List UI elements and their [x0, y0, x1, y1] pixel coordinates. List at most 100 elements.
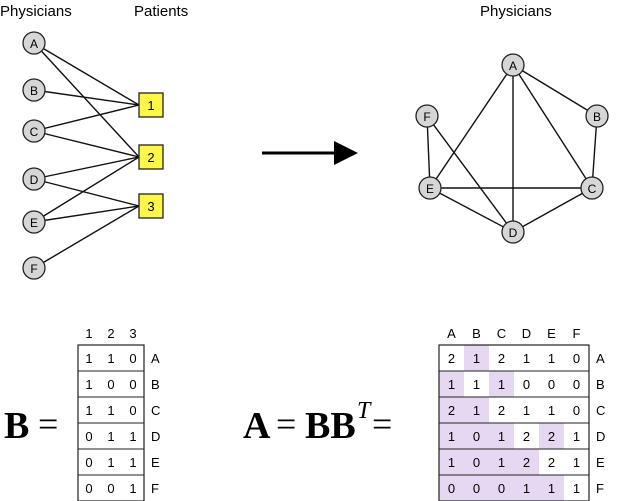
bipartite-edge-C-2 — [33, 130, 140, 158]
matrix-b-symbol: B — [4, 405, 29, 447]
matrix-col-header: 2 — [107, 326, 114, 341]
projection-edge-A-C — [512, 64, 593, 189]
matrix-cell-value: 1 — [523, 351, 530, 366]
matrix-cell-value: 1 — [129, 455, 136, 470]
matrix-cell-value: 0 — [85, 481, 92, 496]
physician-node-A: A — [22, 31, 46, 55]
bipartite-physicians-heading: Physicians — [0, 3, 72, 20]
matrix-cell — [539, 475, 564, 501]
matrix-cell-value: 0 — [448, 481, 455, 496]
matrix-cell — [489, 475, 514, 501]
matrix-a-bbt: BB — [305, 405, 356, 447]
matrix-cell — [439, 397, 464, 423]
matrix-row-header: C — [151, 403, 160, 418]
patient-node-3: 3 — [138, 193, 164, 219]
matrix-cell-value: 2 — [448, 403, 455, 418]
matrix-cell — [514, 449, 539, 475]
matrix-cell — [489, 423, 514, 449]
matrix-cell — [464, 475, 489, 501]
matrix-row-header: E — [151, 455, 160, 470]
matrix-cell-value: 2 — [548, 455, 555, 470]
matrix-cell-value: 1 — [498, 455, 505, 470]
matrix-cell-pad — [570, 454, 583, 470]
matrix-cell-value: 0 — [107, 377, 114, 392]
matrix-cell-value: 1 — [473, 403, 480, 418]
matrix-cell — [439, 423, 464, 449]
matrix-cell-pad — [127, 428, 139, 444]
matrix-cell — [464, 397, 489, 423]
physician-node-label: F — [30, 262, 37, 276]
matrix-a-symbol: A — [243, 405, 271, 447]
matrix-cell — [539, 423, 564, 449]
bipartite-edge-F-3 — [33, 205, 140, 269]
matrix-cell-value: 0 — [473, 481, 480, 496]
bipartite-edges — [33, 42, 140, 269]
patient-node-label: 3 — [147, 199, 154, 214]
bipartite-edge-D-3 — [33, 178, 140, 207]
matrix-cell-pad — [570, 428, 583, 444]
physician-node-F: F — [22, 256, 46, 280]
matrix-cell-value: 1 — [85, 403, 92, 418]
projection-node-E: E — [418, 176, 442, 200]
matrix-cell — [464, 345, 489, 371]
matrix-cell-pad — [105, 350, 117, 366]
matrix-row-header: B — [596, 377, 605, 392]
matrix-row-header: A — [151, 351, 160, 366]
matrix-cell-value: 1 — [448, 429, 455, 444]
projection-node-label: B — [593, 110, 601, 124]
projection-edge-E-F — [426, 115, 431, 189]
matrix-row-header: B — [151, 377, 160, 392]
matrix-cell-pad — [105, 454, 117, 470]
patient-node-label: 2 — [147, 150, 154, 165]
matrix-cell-pad — [105, 402, 117, 418]
matrix-cell-pad — [127, 480, 139, 496]
matrix-cell-value: 0 — [85, 455, 92, 470]
matrix-cell-pad — [83, 350, 95, 366]
matrix-cell-value: 0 — [473, 429, 480, 444]
physician-node-label: A — [30, 37, 38, 51]
projection-node-D: D — [501, 220, 525, 244]
matrix-col-header: A — [447, 326, 456, 341]
bipartite-edge-E-3 — [33, 205, 140, 223]
matrix-cell-value: 1 — [85, 377, 92, 392]
matrix-cell-value: 1 — [573, 481, 580, 496]
matrix-cell-value: 1 — [548, 351, 555, 366]
matrix-cell-value: 1 — [448, 455, 455, 470]
projection-edge-A-B — [512, 64, 598, 117]
physician-node-C: C — [22, 119, 46, 143]
matrix-cell-pad — [83, 480, 95, 496]
projection-edge-B-C — [591, 115, 598, 189]
bipartite-edge-D-2 — [33, 156, 140, 180]
matrix-cell — [514, 475, 539, 501]
matrix-cell — [464, 423, 489, 449]
matrix-row-header: F — [151, 481, 159, 496]
matrix-cell-pad — [520, 402, 533, 418]
matrix-cell-value: 1 — [448, 377, 455, 392]
matrix-row-header: E — [596, 455, 605, 470]
matrix-col-header: B — [472, 326, 481, 341]
matrix-col-header: 3 — [129, 326, 136, 341]
matrix-col-header: C — [497, 326, 506, 341]
matrix-cell — [439, 475, 464, 501]
matrix-cell — [439, 449, 464, 475]
matrix-cell-pad — [520, 428, 533, 444]
matrix-cell-value: 0 — [523, 377, 530, 392]
bipartite-edge-B-1 — [33, 89, 140, 106]
matrix-cell-value: 1 — [129, 429, 136, 444]
projection-edge-C-D — [512, 187, 593, 233]
matrix-cell-pad — [495, 402, 508, 418]
matrix-cell-value: 0 — [129, 351, 136, 366]
projection-edge-D-F — [426, 115, 514, 233]
matrix-cell-value: 1 — [473, 377, 480, 392]
matrix-cell-value: 1 — [107, 429, 114, 444]
matrix-cell-pad — [545, 402, 558, 418]
physician-node-E: E — [22, 210, 46, 234]
projection-node-A: A — [501, 53, 525, 77]
matrix-cell-value: 0 — [129, 377, 136, 392]
matrix-cell-pad — [105, 376, 117, 392]
matrix-cell-pad — [83, 376, 95, 392]
projection-node-label: F — [423, 110, 430, 124]
